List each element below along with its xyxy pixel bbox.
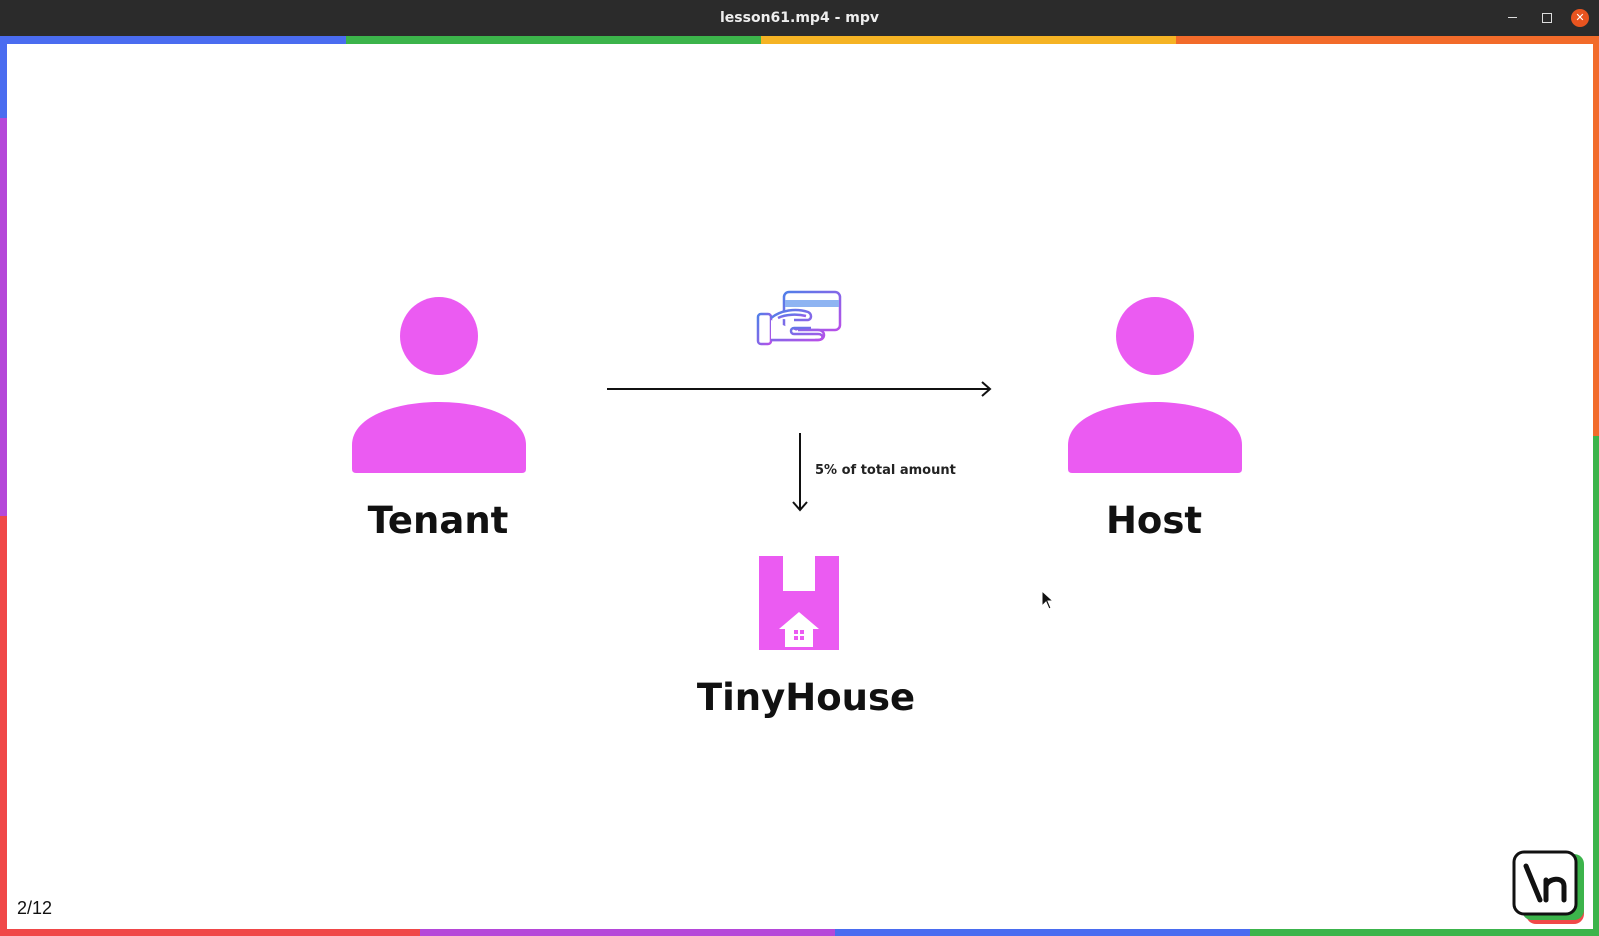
edge-bottom-green xyxy=(1250,929,1599,936)
maximize-button[interactable] xyxy=(1538,9,1556,27)
arrow-right-icon xyxy=(607,381,992,397)
edge-bottom-red xyxy=(0,929,420,936)
tenant-label: Tenant xyxy=(367,499,509,542)
company-label: TinyHouse xyxy=(696,676,916,719)
minimize-button[interactable] xyxy=(1503,9,1521,27)
edge-top-blue xyxy=(0,36,346,44)
newline-logo-icon xyxy=(1512,850,1584,924)
window-title-bar: lesson61.mp4 - mpv ✕ xyxy=(0,0,1599,36)
minimize-icon xyxy=(1507,16,1517,19)
host-label: Host xyxy=(1105,499,1203,542)
edge-top-green xyxy=(346,36,761,44)
fee-label: 5% of total amount xyxy=(815,463,956,478)
edge-top-orange xyxy=(1176,36,1599,44)
host-user-icon xyxy=(1068,297,1242,473)
edge-bottom-blue xyxy=(835,929,1250,936)
maximize-icon xyxy=(1542,12,1552,23)
edge-right-green xyxy=(1593,436,1599,936)
credit-card-payment-icon xyxy=(756,290,842,346)
edge-right-orange xyxy=(1593,36,1599,436)
window-title: lesson61.mp4 - mpv xyxy=(720,10,879,26)
edge-bottom-purple xyxy=(420,929,835,936)
tenant-user-icon xyxy=(352,297,526,473)
mouse-pointer-icon xyxy=(1041,590,1055,610)
close-button[interactable]: ✕ xyxy=(1571,9,1589,27)
page-counter: 2/12 xyxy=(17,898,53,918)
arrow-down-icon xyxy=(792,433,808,512)
edge-top-yellow xyxy=(761,36,1176,44)
close-icon: ✕ xyxy=(1575,11,1585,24)
edge-left-blue xyxy=(0,36,7,118)
edge-left-purple xyxy=(0,118,7,516)
video-frame[interactable]: Tenant Host 5% of total amount xyxy=(0,36,1599,936)
tinyhouse-logo-icon xyxy=(759,556,839,650)
edge-left-red xyxy=(0,516,7,936)
